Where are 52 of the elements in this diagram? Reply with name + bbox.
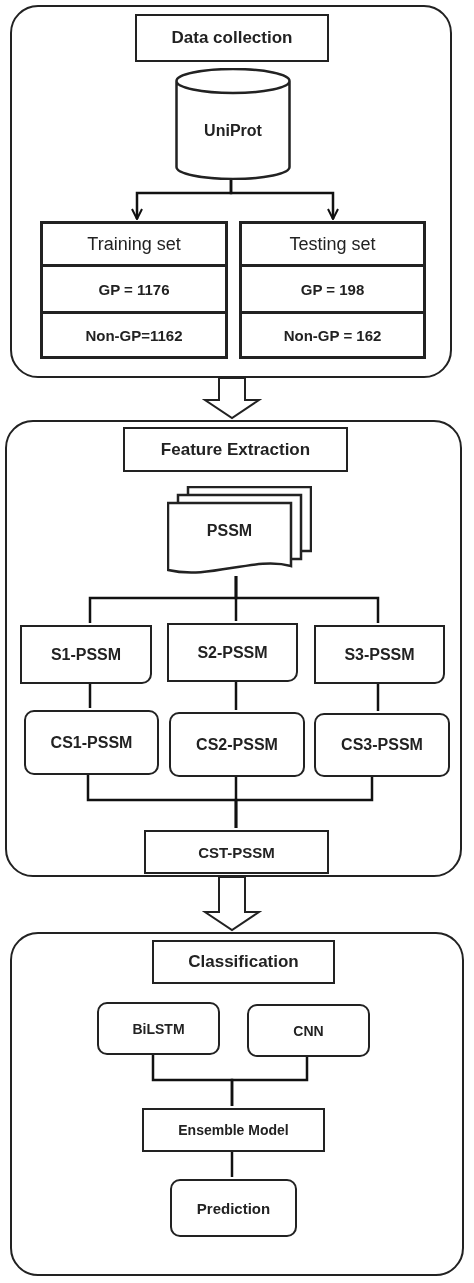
box-label: BiLSTM bbox=[132, 1020, 185, 1037]
stage-title-box bbox=[123, 427, 348, 472]
database-cylinder bbox=[175, 68, 291, 180]
connector-line bbox=[230, 1055, 309, 1106]
table-cell: GP = 1176 bbox=[43, 264, 225, 311]
box-label: Prediction bbox=[196, 1199, 271, 1217]
table-header-cell-text: Testing set bbox=[288, 232, 377, 256]
box-label: CNN bbox=[293, 1022, 324, 1039]
box-label: CST-PSSM bbox=[198, 843, 275, 861]
process-box bbox=[142, 1108, 325, 1152]
box-label: S1-PSSM bbox=[50, 645, 122, 664]
stage-panel bbox=[5, 420, 462, 877]
data-table bbox=[239, 221, 426, 359]
process-box bbox=[167, 623, 298, 682]
rounded-process-box bbox=[169, 712, 305, 777]
box-label: CS2-PSSM bbox=[196, 735, 278, 754]
stage-title: Feature Extraction bbox=[160, 439, 311, 460]
box-label: CS1-PSSM bbox=[50, 733, 133, 752]
connector-line bbox=[234, 576, 380, 623]
block-arrow bbox=[201, 876, 263, 932]
table-cell: Non-GP = 162 bbox=[242, 311, 423, 356]
box-label: CS3-PSSM bbox=[341, 736, 423, 754]
stage-title: Data collection bbox=[171, 28, 293, 48]
box-label: S2-PSSM bbox=[197, 643, 268, 662]
stage-title-box bbox=[135, 14, 329, 62]
rounded-process-box bbox=[170, 1179, 297, 1237]
rounded-process-box bbox=[314, 713, 450, 777]
process-box bbox=[20, 625, 152, 684]
document-label: PSSM bbox=[205, 522, 254, 540]
box-label: Ensemble Model bbox=[178, 1122, 289, 1138]
stage-title: Classification bbox=[188, 952, 299, 972]
box-label: S3-PSSM bbox=[344, 645, 415, 664]
connector-line bbox=[376, 682, 380, 711]
block-arrow bbox=[201, 377, 263, 420]
database-label: UniProt bbox=[204, 122, 262, 140]
connector-line bbox=[230, 1150, 234, 1177]
rounded-process-box bbox=[97, 1002, 220, 1055]
process-box bbox=[144, 830, 329, 874]
table-cell: Non-GP=1162 bbox=[43, 311, 225, 356]
rounded-process-box bbox=[24, 710, 159, 775]
connector-line bbox=[88, 682, 92, 708]
rounded-process-box bbox=[247, 1004, 370, 1057]
connector-line bbox=[234, 680, 238, 710]
connector-line bbox=[234, 775, 374, 828]
arrow bbox=[229, 178, 339, 220]
stage-title-box bbox=[152, 940, 335, 984]
table-cell: GP = 198 bbox=[242, 264, 423, 311]
stage-panel bbox=[10, 932, 464, 1276]
stage-panel bbox=[10, 5, 452, 378]
table-header-cell-text: Training set bbox=[86, 232, 182, 256]
data-table bbox=[40, 221, 228, 359]
process-box bbox=[314, 625, 445, 684]
